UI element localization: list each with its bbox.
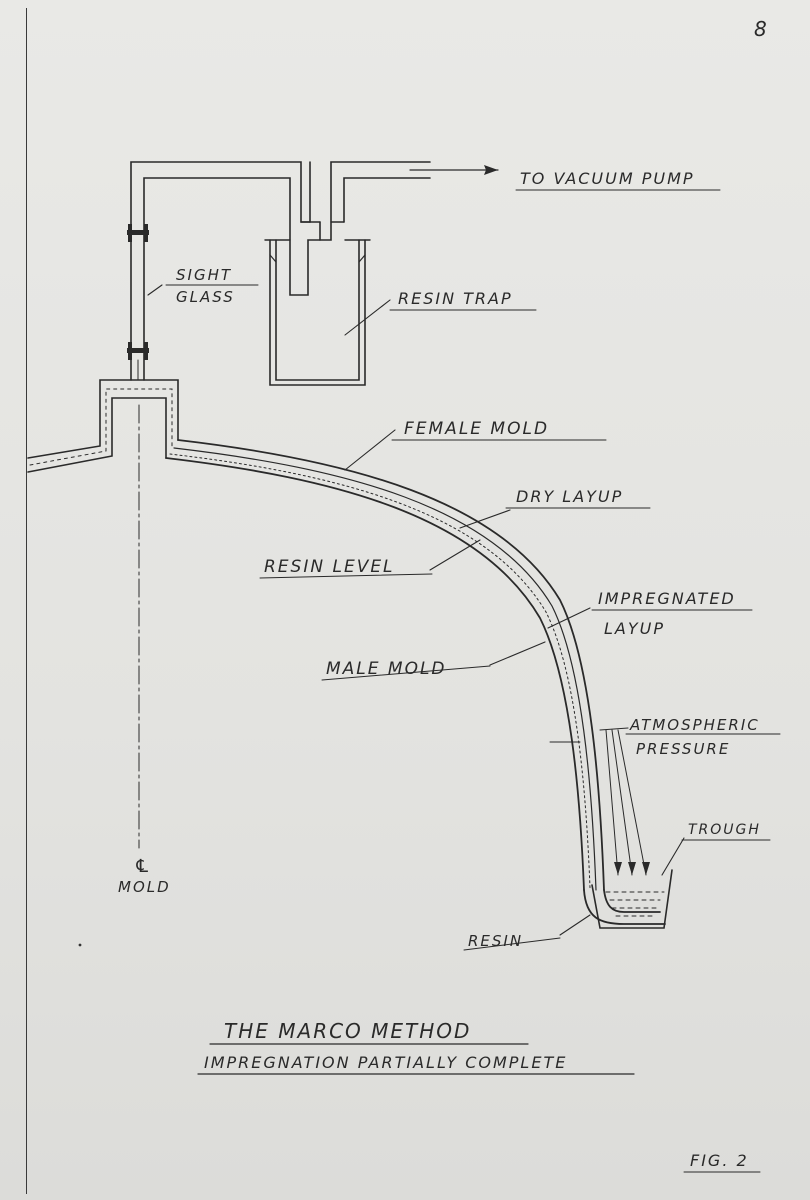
title-line-1: THE MARCO METHOD bbox=[224, 1019, 471, 1043]
svg-text:RESIN LEVEL: RESIN LEVEL bbox=[264, 557, 395, 577]
label-sight-glass: SIGHT GLASS bbox=[165, 266, 259, 306]
svg-text:ATMOSPHERIC: ATMOSPHERIC bbox=[629, 716, 760, 734]
leader-lines bbox=[147, 284, 685, 936]
label-male-mold: MALE MOLD bbox=[321, 659, 491, 681]
label-female-mold: FEMALE MOLD bbox=[391, 419, 607, 441]
drawing-title: THE MARCO METHOD IMPREGNATION PARTIALLY … bbox=[197, 1019, 635, 1075]
svg-text:℄: ℄ bbox=[134, 856, 152, 877]
svg-text:GLASS: GLASS bbox=[176, 288, 235, 306]
label-resin: RESIN bbox=[463, 932, 561, 951]
svg-text:MOLD: MOLD bbox=[118, 878, 171, 896]
svg-text:MALE MOLD: MALE MOLD bbox=[326, 659, 447, 679]
label-centerline-mold: ℄ MOLD bbox=[118, 856, 171, 896]
vacuum-arrow bbox=[409, 165, 499, 175]
svg-text:IMPREGNATED: IMPREGNATED bbox=[598, 589, 736, 608]
label-to-vacuum-pump: TO VACUUM PUMP bbox=[515, 169, 721, 191]
page-number: 8 bbox=[754, 17, 769, 41]
svg-text:RESIN TRAP: RESIN TRAP bbox=[398, 289, 513, 308]
label-trough: TROUGH bbox=[681, 822, 771, 841]
resin-trap bbox=[264, 239, 371, 386]
svg-text:TO VACUUM PUMP: TO VACUUM PUMP bbox=[520, 169, 695, 188]
svg-text:PRESSURE: PRESSURE bbox=[636, 740, 730, 758]
trough bbox=[591, 869, 673, 929]
title-line-2: IMPREGNATION PARTIALLY COMPLETE bbox=[204, 1053, 567, 1072]
svg-text:FIG. 2: FIG. 2 bbox=[690, 1151, 749, 1170]
svg-text:LAYUP: LAYUP bbox=[604, 619, 665, 638]
sheet-border bbox=[26, 8, 803, 1194]
scan-speck bbox=[78, 943, 82, 947]
atmospheric-pressure-arrows bbox=[549, 729, 650, 876]
sight-glass bbox=[127, 224, 149, 381]
label-resin-level: RESIN LEVEL bbox=[259, 557, 433, 579]
svg-text:SIGHT: SIGHT bbox=[176, 266, 232, 284]
label-resin-trap: RESIN TRAP bbox=[389, 289, 537, 311]
label-atmospheric-pressure: ATMOSPHERIC PRESSURE bbox=[625, 716, 781, 758]
label-impregnated-layup: IMPREGNATED LAYUP bbox=[591, 589, 753, 638]
svg-text:TROUGH: TROUGH bbox=[688, 822, 761, 838]
svg-text:FEMALE MOLD: FEMALE MOLD bbox=[404, 419, 549, 439]
svg-text:RESIN: RESIN bbox=[468, 932, 523, 950]
mold-assembly bbox=[27, 379, 666, 925]
label-dry-layup: DRY LAYUP bbox=[505, 487, 651, 509]
svg-text:DRY LAYUP: DRY LAYUP bbox=[516, 487, 623, 506]
figure-label: FIG. 2 bbox=[683, 1151, 761, 1173]
